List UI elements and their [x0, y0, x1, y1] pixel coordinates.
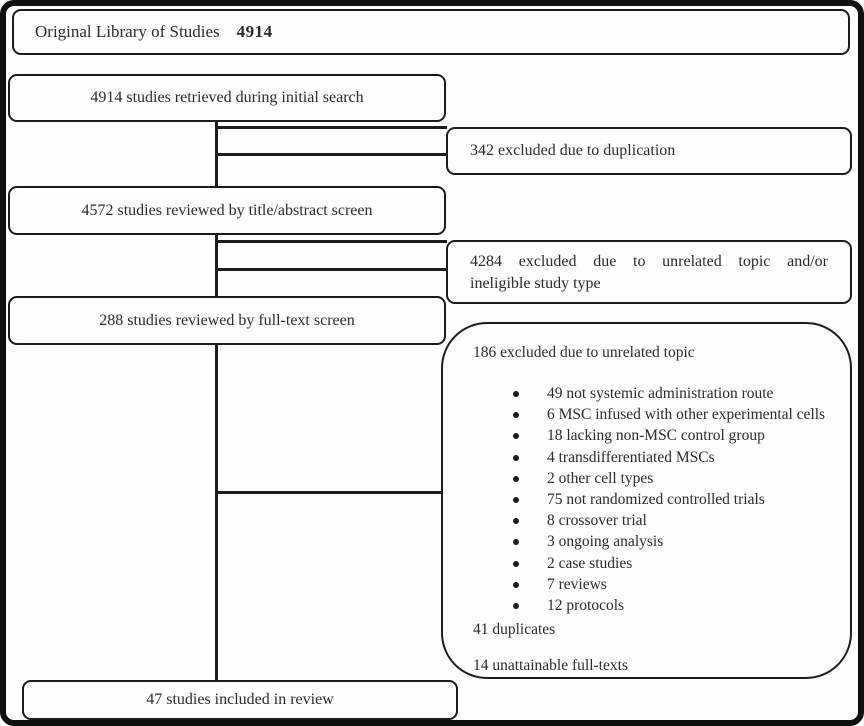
- connector-vertical-titleabs-to-fulltext: [215, 235, 218, 296]
- duplicates-note: 41 duplicates: [473, 621, 556, 639]
- connector-horizontal-duplication-top: [215, 126, 447, 129]
- connector-vertical-fulltext-to-included: [215, 345, 218, 680]
- box-initial-search: 4914 studies retrieved during initial se…: [8, 74, 446, 122]
- exclusion-item: 2 case studies: [473, 553, 836, 574]
- exclusion-item: 18 lacking non-MSC control group: [473, 425, 836, 446]
- box-included-review: 47 studies included in review: [22, 680, 458, 720]
- box-exclusion-details: 186 excluded due to unrelated topic 49 n…: [441, 322, 852, 679]
- original-library-count: 4914: [236, 22, 273, 41]
- exclusion-details-list: 49 not systemic administration route 6 M…: [473, 383, 836, 616]
- excluded-unrelated-line1: 4284 excluded due to unrelated topic and…: [470, 253, 828, 270]
- box-excluded-unrelated-topic: 4284 excluded due to unrelated topic and…: [446, 240, 852, 304]
- exclusion-item: 3 ongoing analysis: [473, 531, 836, 552]
- unattainable-note: 14 unattainable full-texts: [473, 657, 628, 675]
- initial-search-text: 4914 studies retrieved during initial se…: [90, 89, 364, 106]
- exclusion-item: 6 MSC infused with other experimental ce…: [473, 404, 836, 425]
- full-text-screen-text: 288 studies reviewed by full-text screen: [99, 311, 355, 329]
- original-library-label: Original Library of Studies: [35, 22, 220, 41]
- connector-horizontal-exclusion-detail: [215, 491, 442, 494]
- connector-horizontal-unrelated-top: [215, 240, 447, 243]
- exclusion-item: 12 protocols: [473, 595, 836, 616]
- exclusion-item: 7 reviews: [473, 574, 836, 595]
- excluded-unrelated-line2: ineligible study type: [470, 275, 601, 292]
- exclusion-item: 8 crossover trial: [473, 510, 836, 531]
- exclusion-item: 49 not systemic administration route: [473, 383, 836, 404]
- title-abstract-screen-text: 4572 studies reviewed by title/abstract …: [81, 201, 373, 219]
- included-review-text: 47 studies included in review: [146, 691, 334, 708]
- connector-horizontal-duplication-mid: [215, 153, 447, 156]
- exclusion-item: 75 not randomized controlled trials: [473, 489, 836, 510]
- box-excluded-duplication: 342 excluded due to duplication: [446, 127, 852, 175]
- exclusion-details-heading: 186 excluded due to unrelated topic: [473, 344, 695, 361]
- connector-horizontal-unrelated-mid: [215, 268, 447, 271]
- box-full-text-screen: 288 studies reviewed by full-text screen: [8, 296, 446, 345]
- box-title-abstract-screen: 4572 studies reviewed by title/abstract …: [8, 186, 446, 235]
- excluded-duplication-text: 342 excluded due to duplication: [470, 142, 676, 159]
- exclusion-item: 2 other cell types: [473, 468, 836, 489]
- box-original-library: Original Library of Studies 4914: [12, 9, 850, 55]
- exclusion-item: 4 transdifferentiated MSCs: [473, 447, 836, 468]
